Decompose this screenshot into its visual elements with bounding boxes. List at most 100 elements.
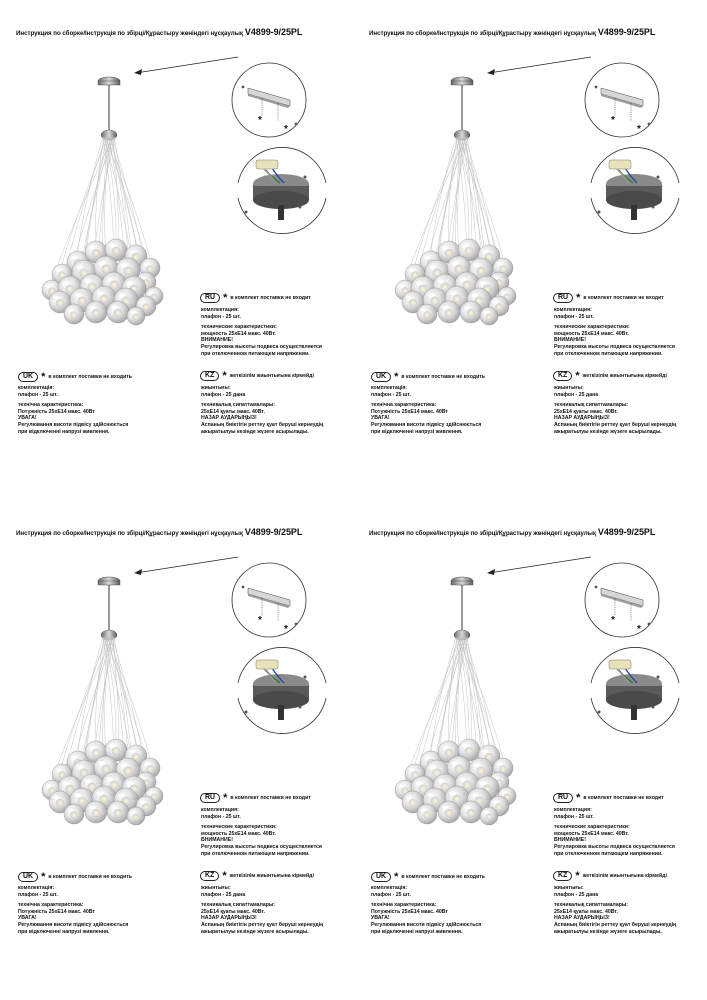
- glass-globe: [57, 775, 83, 801]
- ceiling-canopy: [97, 576, 121, 586]
- kz-line: плафон - 25 дана: [201, 391, 246, 398]
- ru-line: технические характеристики:: [554, 824, 630, 831]
- wire: [110, 636, 129, 759]
- wire: [51, 136, 114, 281]
- wire: [466, 136, 490, 308]
- ceiling-canopy: [450, 576, 474, 586]
- wire: [448, 636, 466, 802]
- glass-globe: [135, 795, 157, 817]
- kz-line: Аспаның биіктігін реттеу қуат беруші кер…: [201, 421, 324, 428]
- glass-globe: [474, 275, 500, 301]
- uk-badge: UK: [18, 872, 39, 882]
- glass-globe: [104, 238, 128, 262]
- uk-line: УВАГА!: [18, 915, 37, 922]
- wire: [448, 136, 458, 242]
- svg-text:*: *: [284, 624, 288, 635]
- uk-line: Регулювання висоти підвісу здійснюється: [18, 921, 129, 928]
- glass-globe: [446, 255, 472, 281]
- glass-globe: [457, 238, 481, 262]
- glass-globe: [492, 257, 514, 279]
- glass-globe: [139, 257, 161, 279]
- wire: [113, 636, 137, 808]
- wire: [404, 636, 467, 781]
- wire: [458, 636, 490, 746]
- wire: [464, 636, 500, 773]
- ru-line: ВНИМАНИЕ!: [201, 837, 233, 844]
- wire: [422, 636, 468, 777]
- glass-globe: [424, 759, 450, 785]
- uk-line: Потужність 25хE14 макс. 40Вт: [371, 408, 448, 415]
- uk-line: Потужність 25хE14 макс. 40Вт: [371, 908, 448, 915]
- glass-globe: [497, 286, 517, 306]
- bracket-detail: * *: [584, 62, 660, 138]
- ru-line: мощность 25хE14 макс. 40Вт.: [554, 830, 629, 837]
- wiring-detail: [590, 647, 680, 734]
- kz-line: НАЗАР АУДАРЫҢЫЗ!: [554, 915, 610, 922]
- kz-note: жеткізілім жиынтығына кірмейді: [229, 373, 314, 379]
- model-number: V4899-9/25PL: [597, 27, 656, 37]
- glass-globe: [459, 800, 483, 824]
- glass-globe: [492, 757, 514, 779]
- wire: [69, 636, 115, 777]
- asterisk-icon: *: [576, 792, 581, 804]
- bracket-detail: * *: [231, 62, 307, 138]
- glass-globe: [84, 240, 108, 264]
- uk-specs: комплектація: плафон - 25 шт. технічна х…: [18, 385, 128, 435]
- wire: [104, 136, 117, 240]
- glass-globe: [497, 786, 517, 806]
- ru-line: комплектация:: [201, 807, 239, 813]
- glass-globe: [422, 287, 448, 313]
- kz-line: техникалық сипаттамалары:: [201, 402, 276, 409]
- hub: [453, 629, 471, 641]
- kz-line: 25хE14 қуаты макс. 40Вт.: [554, 408, 618, 415]
- wire: [414, 636, 462, 765]
- glass-globe: [488, 795, 510, 817]
- glass-globe: [84, 740, 108, 764]
- hub: [100, 129, 118, 141]
- kz-specs: жиынтығы: плафон - 25 дана техникалық си…: [201, 885, 323, 935]
- wire: [456, 636, 488, 777]
- wire: [102, 136, 115, 273]
- kz-badge: KZ: [553, 371, 573, 381]
- uk-line: комплектація:: [371, 385, 408, 391]
- kz-line: Аспаның биіктігін реттеу қуат беруші кер…: [554, 921, 677, 928]
- glass-globe: [416, 303, 438, 325]
- suspension-wires: [404, 136, 508, 308]
- kz-line: НАЗАР АУДАРЫҢЫЗ!: [554, 415, 610, 422]
- glass-globe: [91, 285, 117, 311]
- ru-specs: комплектация: плафон - 25 шт. технически…: [554, 307, 675, 357]
- glass-globe: [124, 244, 148, 268]
- instruction-title: Инструкция по сборке/Інструкція по збірц…: [369, 27, 655, 37]
- glass-globe: [454, 771, 480, 797]
- ru-line: плафон - 25 шт.: [554, 313, 594, 320]
- ru-line: Регулировка высоты подвеса осуществляетс…: [554, 343, 675, 350]
- glass-globe: [477, 744, 501, 768]
- wire: [91, 636, 116, 775]
- wire: [81, 636, 108, 789]
- title-text: Инструкция по сборке/Інструкція по збірц…: [16, 30, 243, 37]
- wire: [465, 636, 473, 802]
- wire: [113, 136, 137, 308]
- uk-badge: UK: [371, 372, 392, 382]
- glass-globe: [457, 738, 481, 762]
- glass-globe: [432, 773, 458, 799]
- ru-badge: RU: [553, 793, 574, 803]
- glass-globe: [477, 244, 501, 268]
- glass-globe: [93, 755, 119, 781]
- uk-note: в комплект поставки не входить: [401, 374, 486, 380]
- wire: [426, 636, 465, 805]
- wire: [464, 136, 500, 273]
- glass-globe: [474, 775, 500, 801]
- glass-globe: [66, 250, 90, 274]
- glass-globe: [71, 259, 97, 285]
- ceiling-canopy: [450, 76, 474, 86]
- wire: [457, 636, 470, 740]
- glass-globe: [57, 275, 83, 301]
- kz-badge: KZ: [200, 371, 220, 381]
- asterisk-icon: *: [223, 292, 228, 304]
- wire: [95, 136, 113, 302]
- asterisk-icon: *: [222, 870, 227, 882]
- kz-line: техникалық сипаттамалары:: [554, 402, 629, 409]
- kz-header: KZ * жеткізілім жиынтығына кірмейді: [553, 371, 667, 382]
- glass-globe: [432, 273, 458, 299]
